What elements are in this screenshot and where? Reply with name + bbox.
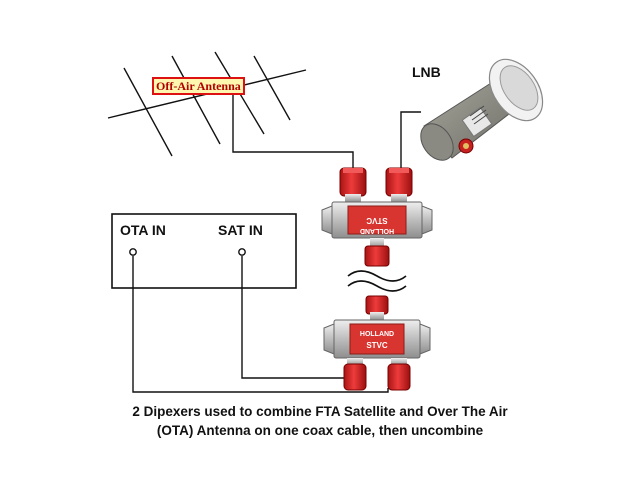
antenna-coax-cable bbox=[232, 91, 354, 168]
sat-in-label: SAT IN bbox=[218, 222, 263, 238]
cable-break-symbol bbox=[347, 270, 407, 292]
lnb-coax-cable-end bbox=[400, 111, 421, 116]
ota-in-port bbox=[129, 248, 137, 256]
red-connector-cap bbox=[365, 295, 389, 315]
ota-in-coax-cable bbox=[132, 256, 389, 393]
ota-in-label: OTA IN bbox=[120, 222, 166, 238]
caption-line-2: (OTA) Antenna on one coax cable, then un… bbox=[156, 423, 484, 438]
diplexer-model: STVC bbox=[366, 341, 388, 350]
diplexer-brand: HOLLAND bbox=[360, 331, 394, 338]
off-air-antenna-label: Off-Air Antenna bbox=[152, 77, 245, 95]
diplexer-label-plate bbox=[347, 205, 407, 235]
antenna-element bbox=[171, 55, 221, 145]
diplexer-label-plate bbox=[349, 323, 405, 355]
red-connector-cap bbox=[387, 363, 411, 391]
diplexer-bottom: HOLLAND STVC bbox=[323, 295, 431, 391]
diagram-caption: 2 Dipexers used to combine FTA Satellite… bbox=[80, 402, 560, 440]
lnb bbox=[420, 58, 544, 161]
diplexer-brand: HOLLAND bbox=[360, 227, 394, 234]
diplexer-model: STVC bbox=[366, 216, 388, 225]
caption-line-1: 2 Dipexers used to combine FTA Satellite… bbox=[132, 404, 508, 419]
red-connector-cap bbox=[343, 363, 367, 391]
red-connector-cap bbox=[364, 245, 390, 267]
off-air-antenna bbox=[107, 51, 307, 157]
receiver-box bbox=[111, 213, 297, 289]
antenna-element bbox=[123, 67, 173, 157]
antenna-element bbox=[253, 55, 291, 121]
lnb-label: LNB bbox=[412, 64, 441, 80]
sat-in-port bbox=[238, 248, 246, 256]
diplexer-top: STVC HOLLAND bbox=[321, 167, 433, 267]
